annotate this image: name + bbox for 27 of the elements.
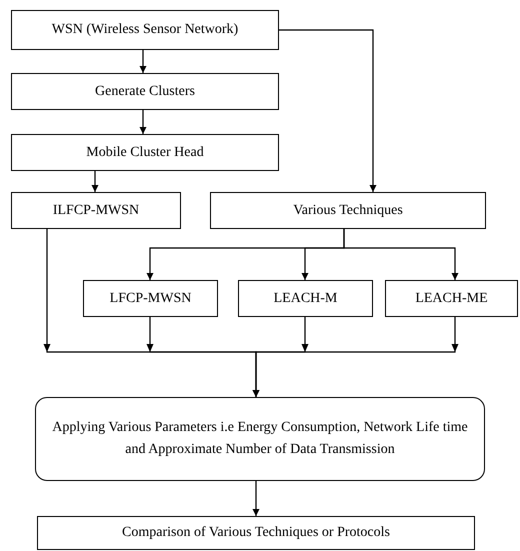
process-box <box>11 73 279 110</box>
box-label: Various Techniques <box>293 202 403 220</box>
arrow <box>252 481 260 516</box>
process-box <box>238 280 373 317</box>
rounded-process-box <box>35 397 485 481</box>
arrow <box>279 29 376 192</box>
box-label: LEACH-ME <box>415 290 488 308</box>
process-box <box>11 134 279 171</box>
process-box <box>11 10 279 50</box>
box-label: LFCP-MWSN <box>110 290 192 308</box>
arrow <box>343 229 458 280</box>
arrow <box>92 171 98 192</box>
arrow <box>140 50 146 73</box>
process-box <box>385 280 518 317</box>
box-label: ILFCP-MWSN <box>52 202 140 220</box>
process-box <box>83 280 218 317</box>
arrow <box>140 110 146 134</box>
box-label: Generate Clusters <box>95 82 195 100</box>
box-label: Comparison of Various Techniques or Protocols <box>122 524 390 542</box>
arrow <box>252 317 456 397</box>
process-box <box>210 192 486 229</box>
box-label: Applying Various Parameters i.e Energy Consumption, Network Life time and Approximate Number of Data Transmission <box>51 419 469 459</box>
box-label: WSN (Wireless Sensor Network) <box>52 21 238 39</box>
box-label: Mobile Cluster Head <box>86 144 204 162</box>
process-box <box>11 192 181 229</box>
box-label: LEACH-M <box>274 290 338 308</box>
process-box <box>37 516 475 550</box>
